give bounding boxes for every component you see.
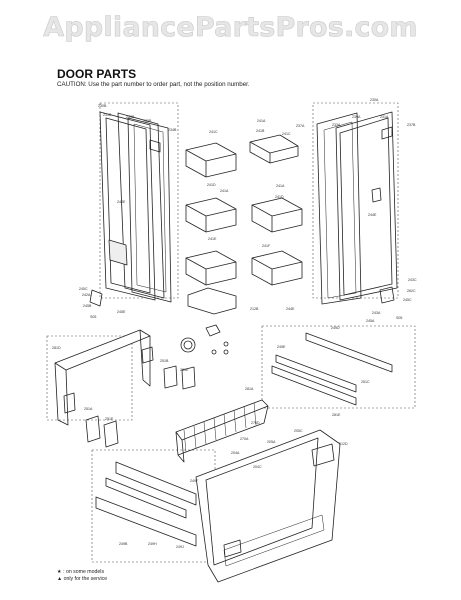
callout-label: 244E xyxy=(368,213,377,217)
callout-label: 243C xyxy=(408,278,417,282)
callout-label: 245B xyxy=(83,304,92,308)
callout-label: 249J xyxy=(176,545,184,549)
callout-label: 281D xyxy=(52,346,61,350)
callout-label: 204C xyxy=(253,465,262,469)
callout-label: 251C xyxy=(361,380,370,384)
callout-label: 270D xyxy=(251,421,260,425)
callout-label: 204A xyxy=(231,451,240,455)
callout-label: 242A xyxy=(82,293,91,297)
callout-label: 262C xyxy=(407,289,416,293)
callout-label: 239A xyxy=(352,115,361,119)
callout-label: 245C xyxy=(79,287,88,291)
callout-label: S05 xyxy=(396,316,402,320)
callout-label: 230A xyxy=(370,98,379,102)
callout-label: 251B xyxy=(160,359,169,363)
left-door xyxy=(99,111,172,303)
wire-basket xyxy=(175,399,269,463)
callout-label: S05 xyxy=(90,315,96,319)
callout-label: 205A xyxy=(267,440,276,444)
callout-label: 212D xyxy=(339,442,348,446)
drawer-rails xyxy=(95,461,197,547)
callout-label: 231A xyxy=(380,115,389,119)
right-rails xyxy=(271,332,393,406)
callout-label: 205C xyxy=(294,429,303,433)
callout-label: 241C xyxy=(209,130,218,134)
callout-label: 244E xyxy=(117,200,126,204)
callout-label: 241E xyxy=(208,237,217,241)
freezer-drawer xyxy=(195,429,341,583)
watermark: AppliancePartsPros.com xyxy=(43,12,418,44)
callout-label: 233A xyxy=(332,123,341,127)
callout-label: 241A xyxy=(220,189,229,193)
callout-label: 281E xyxy=(180,368,189,372)
callout-label: 241C xyxy=(282,132,291,136)
legend-some-models: ★ : on some models xyxy=(57,569,105,575)
callout-label: 251A xyxy=(84,407,93,411)
callout-label: 249B xyxy=(119,542,128,546)
tabs xyxy=(85,365,196,448)
callout-label: 212B xyxy=(250,307,259,311)
page-title: DOOR PARTS xyxy=(57,67,137,81)
callouts: 230B 231B 239B 233B 234B 241C 241A 241B … xyxy=(52,98,417,549)
callout-label: 239B xyxy=(126,115,135,119)
callout-label: 270A xyxy=(240,437,249,441)
callout-label: 241F xyxy=(262,244,271,248)
caution-text: CAUTION: Use the part number to order pa… xyxy=(57,81,250,88)
callout-label: 231B xyxy=(103,113,112,117)
callout-label: 241A xyxy=(276,184,285,188)
callout-label: 237A xyxy=(296,124,305,128)
door-bins xyxy=(185,134,303,315)
callout-label: 249E xyxy=(277,345,286,349)
legend-service-only: ▲ only for the service xyxy=(57,576,108,582)
group-frames xyxy=(46,102,416,563)
callout-label: 237B xyxy=(407,123,416,127)
callout-label: 230B xyxy=(98,104,107,108)
callout-label: 245C xyxy=(403,298,412,302)
callout-label: 243A xyxy=(372,311,381,315)
callout-label: 249D xyxy=(331,326,340,330)
callout-label: 241D xyxy=(207,183,216,187)
callout-label: 244E xyxy=(286,307,295,311)
callout-label: 249F xyxy=(190,479,199,483)
left-door-frame xyxy=(54,329,154,426)
callout-label: 241D xyxy=(275,195,284,199)
hinge-parts xyxy=(89,286,395,355)
callout-label: 249H xyxy=(148,542,157,546)
callout-label: 281E xyxy=(332,413,341,417)
right-door xyxy=(316,111,398,305)
callout-label: 281A xyxy=(245,387,254,391)
callout-label: 251E xyxy=(105,417,114,421)
callout-label: 241B xyxy=(256,129,265,133)
callout-label: 234B xyxy=(168,128,177,132)
callout-label: 241A xyxy=(257,119,266,123)
callout-label: 233B xyxy=(143,119,152,123)
callout-label: 245A xyxy=(366,319,375,323)
callout-label: 245E xyxy=(117,310,126,314)
